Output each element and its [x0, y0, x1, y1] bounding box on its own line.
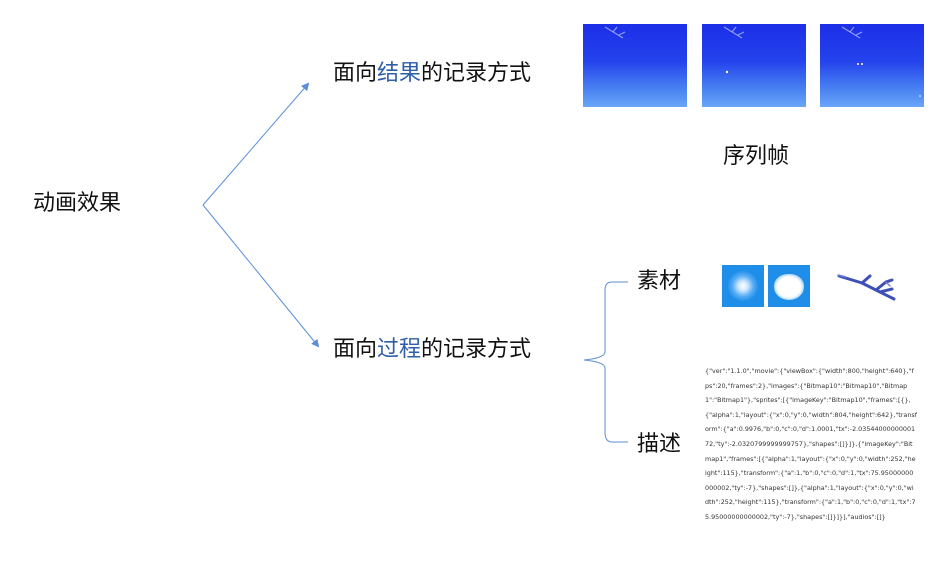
process-highlight: 过程	[377, 337, 422, 362]
frame-3-icon	[820, 24, 924, 107]
arrow-to-result	[202, 82, 310, 206]
branch-asset-icon	[837, 274, 896, 301]
description-label: 描述	[637, 432, 682, 457]
process-branch-label: 面向过程的记录方式	[333, 339, 531, 361]
process-suffix: 的记录方式	[421, 337, 532, 362]
brace	[583, 281, 628, 443]
frame-2-icon	[702, 24, 806, 107]
cloud-glow-asset-icon	[768, 265, 810, 307]
description-json-text: {"ver":"1.1.0","movie":{"viewBox":{"widt…	[705, 367, 917, 521]
glow-asset-icon	[722, 265, 764, 307]
material-label: 素材	[637, 269, 682, 294]
frames-caption: 序列帧	[723, 144, 790, 169]
result-suffix: 的记录方式	[421, 61, 532, 86]
process-prefix: 面向	[333, 337, 378, 362]
result-prefix: 面向	[333, 61, 378, 86]
result-highlight: 结果	[377, 61, 422, 86]
root-label: 动画效果	[33, 191, 122, 216]
arrow-to-process	[202, 204, 320, 348]
result-branch-label: 面向结果的记录方式	[333, 63, 531, 85]
frame-1-icon	[583, 24, 687, 107]
